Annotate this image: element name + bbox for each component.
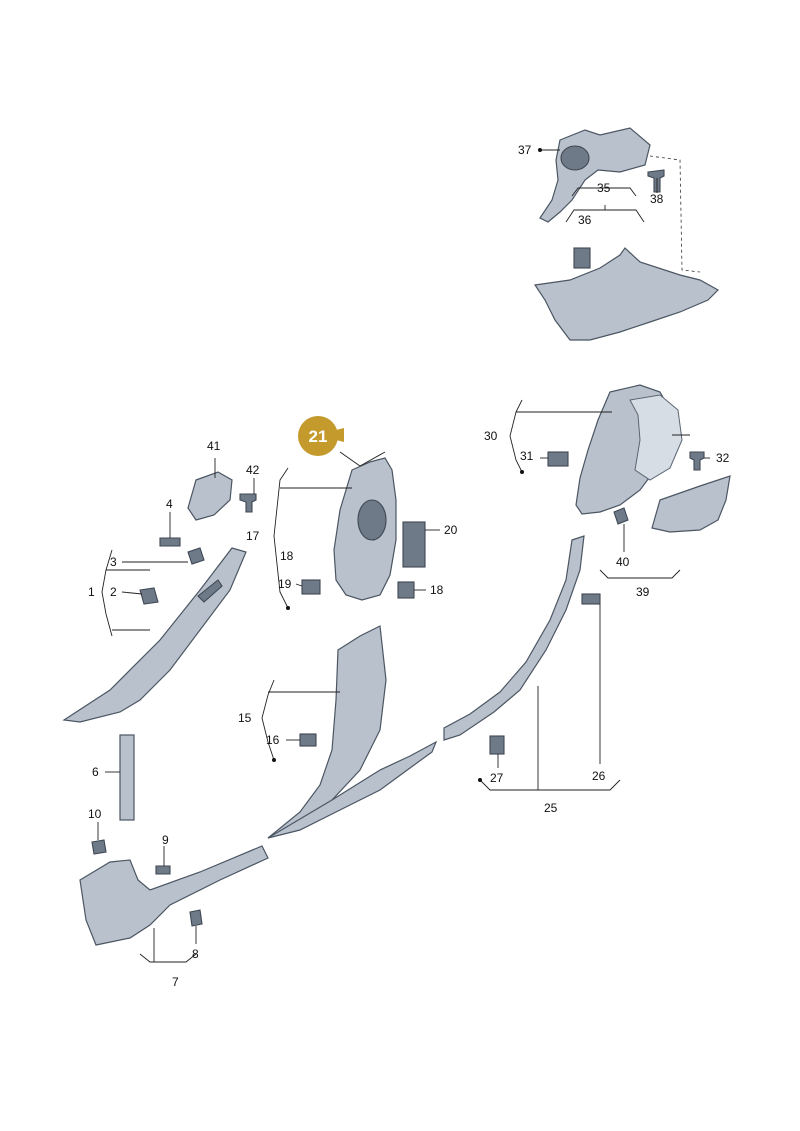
callout-17[interactable]: 17 [246,529,260,543]
screw-part-42 [239,493,257,513]
callout-39[interactable]: 39 [636,585,650,599]
b-pillar-lower-assembly [267,625,438,839]
callout-41[interactable]: 41 [207,439,221,453]
clip-part-4 [159,537,181,547]
clip-part-27 [489,735,505,755]
callout-30[interactable]: 30 [484,429,498,443]
clip-part-18 [397,581,415,599]
callout-26[interactable]: 26 [592,769,606,783]
handle-part-41 [187,471,233,521]
callout-16[interactable]: 16 [266,733,280,747]
callout-35[interactable]: 35 [597,181,611,195]
callout-6[interactable]: 6 [92,765,99,779]
trim-part-36 [533,247,719,341]
screw-part-32 [689,451,705,471]
sill-extension [267,740,438,839]
clip-part-26 [581,593,601,605]
callout-2[interactable]: 2 [110,585,117,599]
cover-part-39 [651,475,731,533]
screw-part-9 [155,865,171,875]
callout-42[interactable]: 42 [246,463,260,477]
lower-left-trims [79,734,269,946]
callout-15[interactable]: 15 [238,711,252,725]
callout-7[interactable]: 7 [172,975,179,989]
callout-27[interactable]: 27 [490,771,504,785]
a-pillar-trim-1 [62,547,247,723]
callout-1[interactable]: 1 [88,585,95,599]
callout-37[interactable]: 37 [518,143,532,157]
callout-38[interactable]: 38 [650,192,664,206]
clip-part-10 [91,839,107,855]
callout-25[interactable]: 25 [544,801,558,815]
leader-lines [97,149,710,963]
clip-part-19 [301,579,321,595]
callout-36[interactable]: 36 [578,213,592,227]
clip-part-8 [189,909,203,927]
b-pillar-upper-assembly [301,457,426,601]
bracket-hole [560,145,590,171]
adjuster-part-20 [402,521,426,568]
callout-20[interactable]: 20 [444,523,458,537]
callout-19[interactable]: 19 [278,577,292,591]
rear-pillar-assembly [547,384,731,533]
leader-dots [272,148,542,782]
callout-8[interactable]: 8 [192,947,199,961]
callout-40[interactable]: 40 [616,555,630,569]
highlight-badge-21[interactable]: 21 [298,416,344,456]
clip-part-3 [187,547,205,565]
callout-18-right[interactable]: 18 [430,583,444,597]
clip-part-31 [547,451,569,467]
pillar-trim-inner [629,394,683,481]
rear-sill-25 [443,535,585,741]
clip-part-36 [573,247,591,269]
callout-labels: 37 35 38 36 30 31 32 40 39 41 42 4 3 1 2… [88,143,730,989]
clip-part-16 [299,733,317,747]
highlight-badge-label[interactable]: 21 [309,427,328,446]
screw-part-38 [647,169,665,193]
callout-31[interactable]: 31 [520,449,534,463]
a-pillar-small-parts [139,471,257,605]
bracket-part-35 [539,127,651,223]
callout-18-left[interactable]: 18 [280,549,294,563]
sill-trim-7 [79,845,269,946]
callout-9[interactable]: 9 [162,833,169,847]
clip-part-40 [613,507,629,525]
rear-sill-assembly [443,535,601,755]
highlight-badge-circle[interactable] [298,416,338,456]
trim-part-6 [119,734,135,821]
callout-32[interactable]: 32 [716,451,730,465]
callout-10[interactable]: 10 [88,807,102,821]
clip-part-2 [139,587,159,605]
upper-bracket-assembly [533,127,719,341]
callout-4[interactable]: 4 [166,497,173,511]
seatbelt-opening [357,499,387,541]
a-pillar-vent [197,579,223,603]
highlight-badge-tab [336,428,344,442]
callout-3[interactable]: 3 [110,555,117,569]
